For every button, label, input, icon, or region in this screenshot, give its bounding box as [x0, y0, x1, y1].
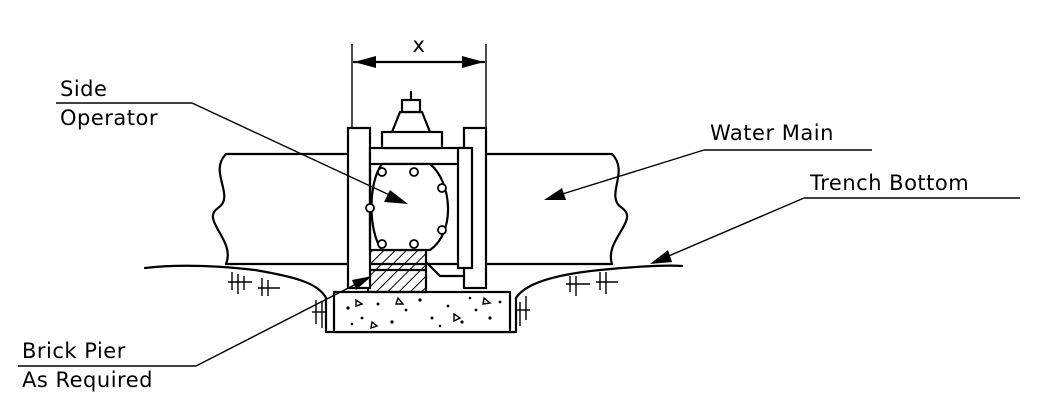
side-operator-label-line1: Side: [60, 77, 107, 101]
brick-pier-label-line1: Brick Pier: [22, 339, 126, 363]
label-water-main: Water Main: [544, 121, 872, 200]
brick-pier-label-line2: As Required: [22, 368, 153, 392]
label-brick-pier: Brick Pier As Required: [18, 276, 372, 392]
brick-pier: [366, 248, 428, 294]
label-trench-bottom: Trench Bottom: [650, 171, 1020, 264]
dimension-x: x: [351, 33, 487, 128]
water-main-pipe: [211, 152, 629, 266]
trench-bottom-label: Trench Bottom: [809, 171, 969, 195]
side-operator: [365, 162, 450, 252]
side-operator-label-line2: Operator: [60, 106, 158, 130]
concrete-base: [332, 290, 512, 334]
label-side-operator: Side Operator: [56, 77, 408, 204]
water-main-label: Water Main: [710, 121, 834, 145]
dimension-x-label: x: [413, 33, 426, 57]
